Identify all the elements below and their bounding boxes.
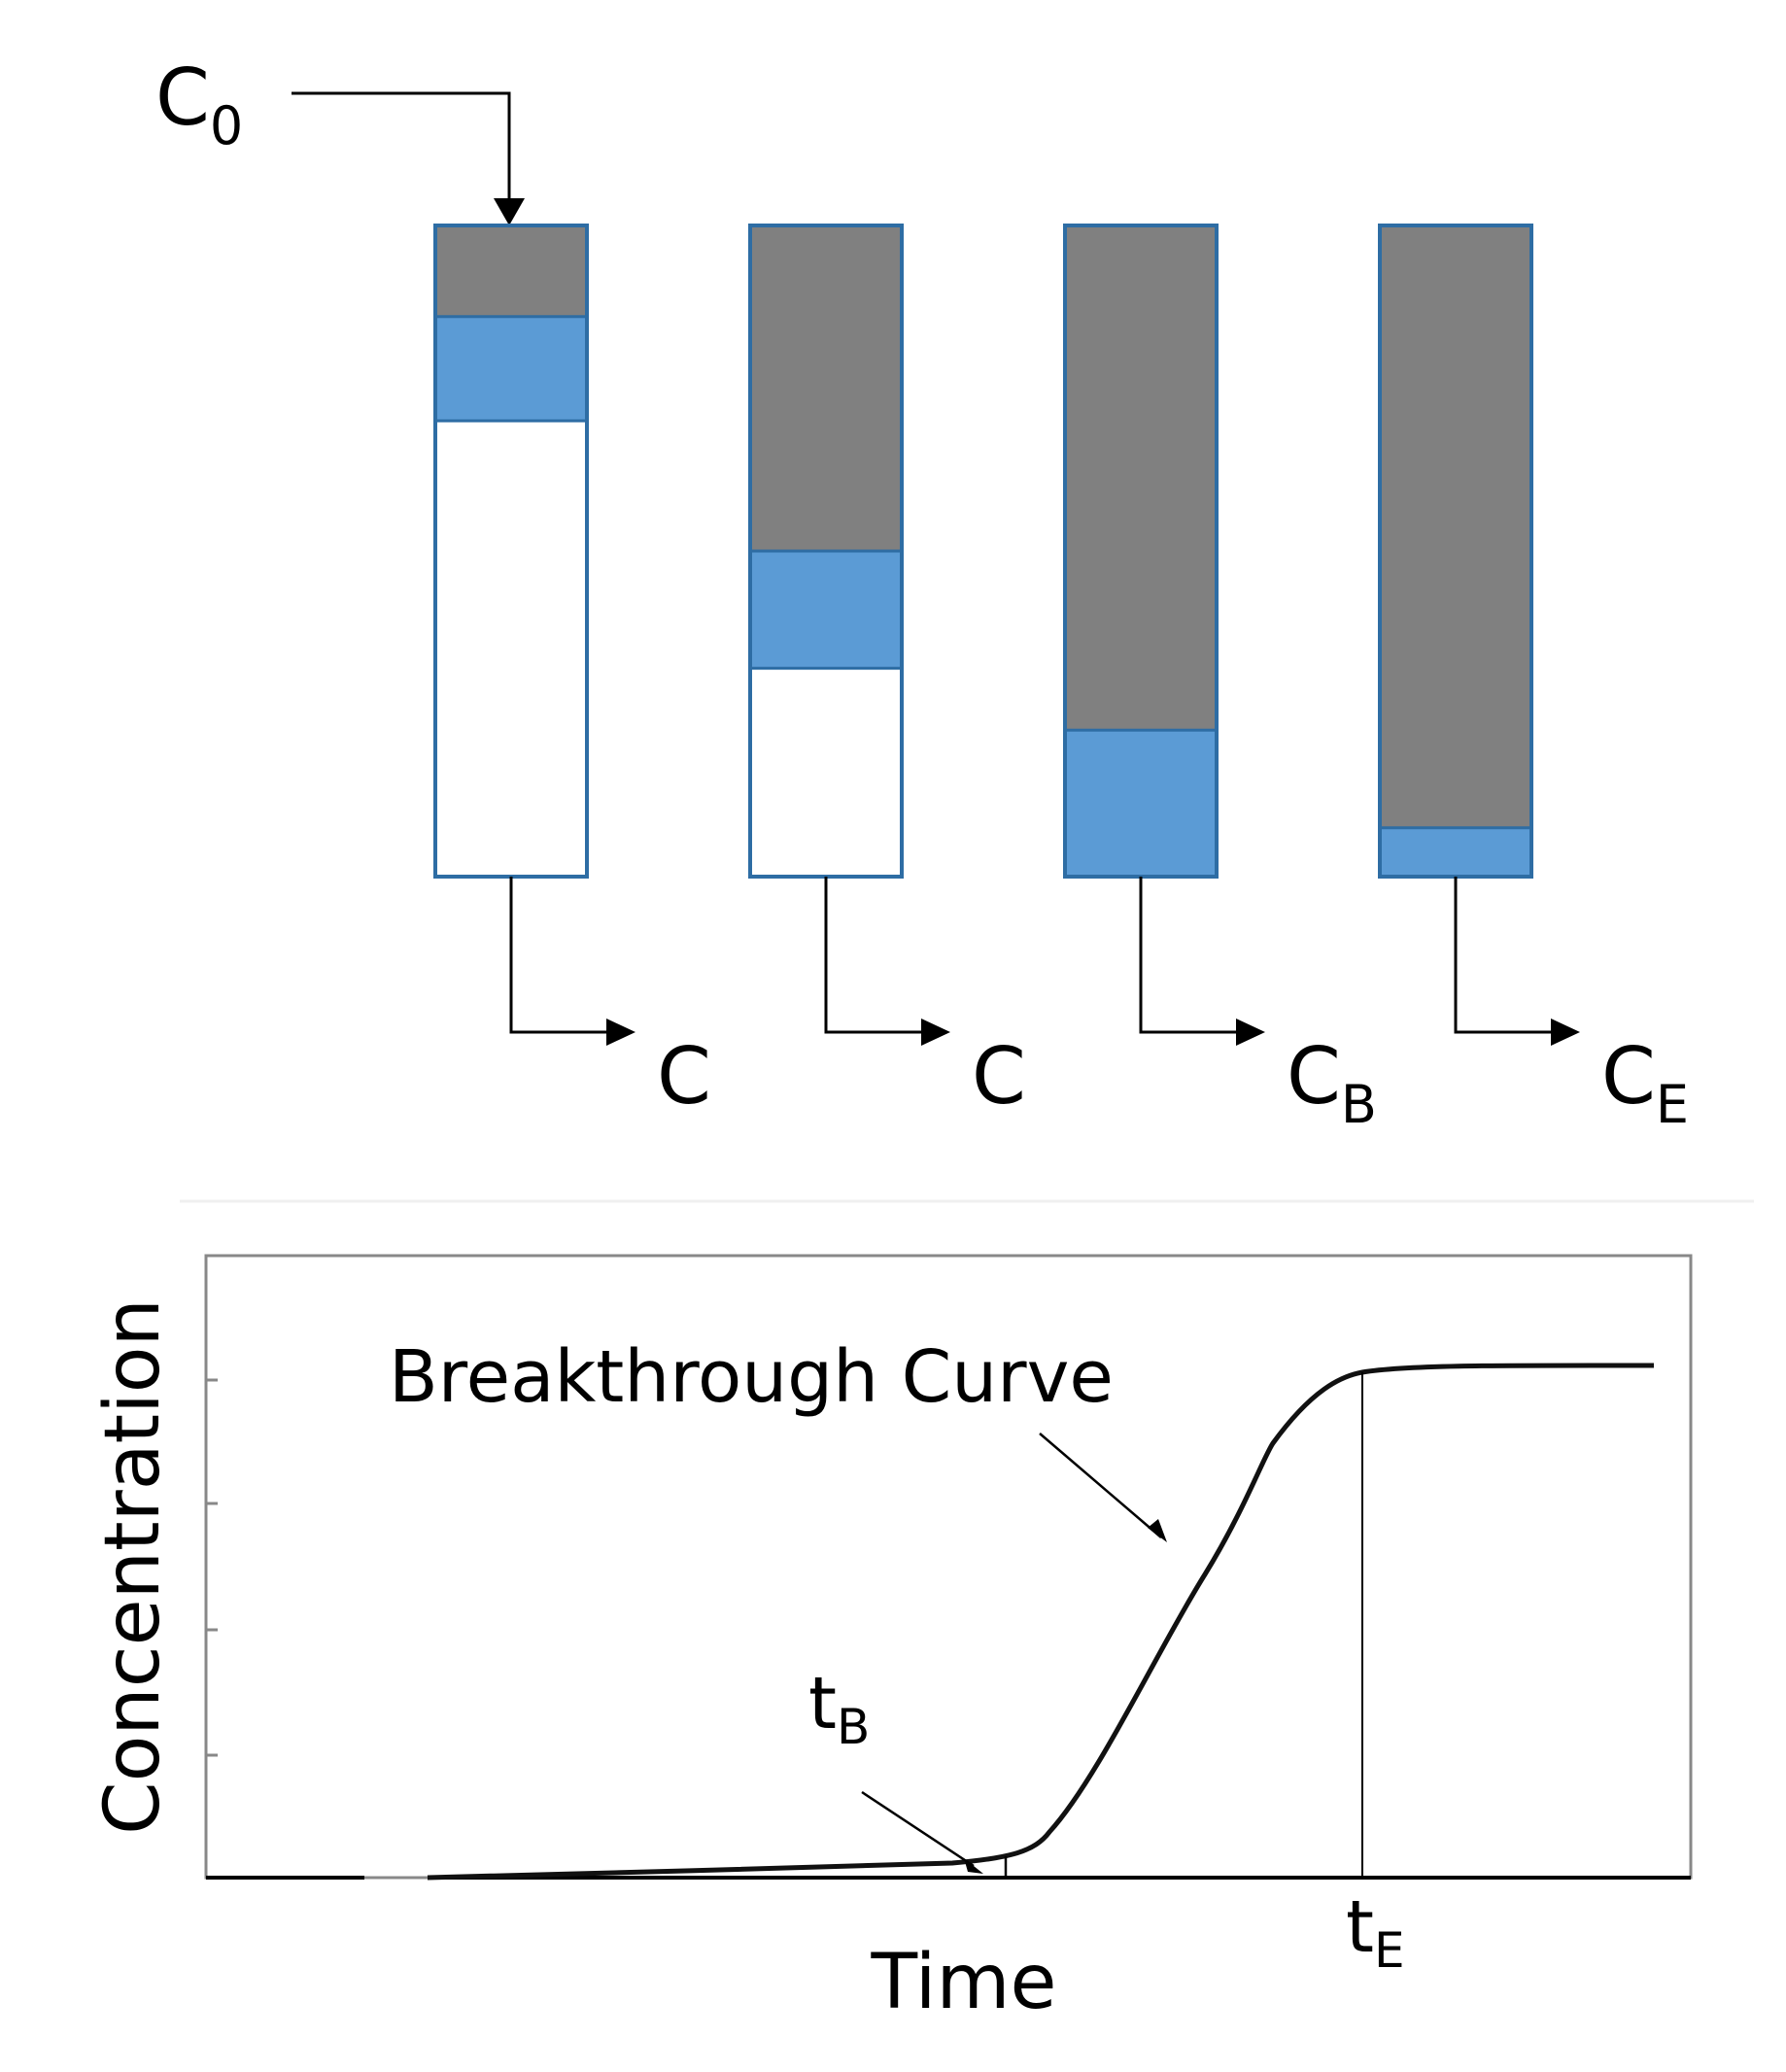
curve-label-arrow (1039, 1433, 1162, 1538)
outlet-arrow (1139, 877, 1238, 1034)
tB-label: tB (808, 1662, 870, 1755)
outlet-arrow (1454, 877, 1553, 1034)
column (1378, 224, 1533, 879)
outlet-symbol: C (657, 1031, 711, 1122)
curve-label-arrowhead (1148, 1519, 1167, 1542)
outlet-subscript: B (1341, 1074, 1377, 1135)
tB-label-arrowhead (964, 1858, 983, 1874)
outlet: C (824, 877, 1026, 1122)
column (748, 224, 904, 879)
outlet-arrowhead (1551, 1019, 1580, 1046)
outlet-label: C (972, 1031, 1026, 1122)
outlet-symbol: C (1287, 1031, 1341, 1122)
outlet-label: CB (1287, 1031, 1377, 1135)
columns (433, 224, 1533, 879)
inlet-label: C0 (155, 52, 243, 156)
saturated-zone (435, 225, 587, 317)
saturated-zone (1380, 225, 1531, 828)
outlet-label: CE (1601, 1031, 1689, 1135)
tE-label: tE (1346, 1885, 1405, 1979)
y-axis-label: Concentration (89, 1298, 177, 1835)
column (1063, 224, 1219, 879)
saturated-zone (750, 225, 902, 551)
outlet-label: C (657, 1031, 711, 1122)
outlet-arrowhead (921, 1019, 950, 1046)
outlet: CE (1454, 877, 1689, 1135)
inlet-arrow (292, 91, 511, 212)
outlet: C (509, 877, 711, 1122)
plot-frame (204, 1254, 1693, 1880)
breakthrough-chart: Breakthrough Curve tB tE Time Concentrat… (89, 1254, 1693, 2026)
outlet-arrowhead (1236, 1019, 1265, 1046)
inlet-arrowhead (494, 198, 525, 225)
outlet-arrow (509, 877, 608, 1034)
outlet: CB (1139, 877, 1377, 1135)
x-axis-label: Time (871, 1939, 1057, 2026)
curve-label: Breakthrough Curve (389, 1335, 1114, 1419)
mass-transfer-zone (1380, 827, 1531, 877)
mass-transfer-zone (750, 551, 902, 669)
outlet-symbol: C (972, 1031, 1026, 1122)
mass-transfer-zone (435, 316, 587, 421)
tB-label-arrow (861, 1790, 975, 1868)
mass-transfer-zone (1065, 730, 1217, 877)
breakthrough-curve (427, 1363, 1655, 1881)
outlet-arrow (824, 877, 923, 1034)
outlet-arrowhead (606, 1019, 635, 1046)
outlet-subscript: E (1656, 1074, 1689, 1135)
column (433, 224, 589, 879)
y-ticks (206, 1378, 218, 1757)
saturated-zone (1065, 225, 1217, 731)
outlet-symbol: C (1601, 1031, 1656, 1122)
